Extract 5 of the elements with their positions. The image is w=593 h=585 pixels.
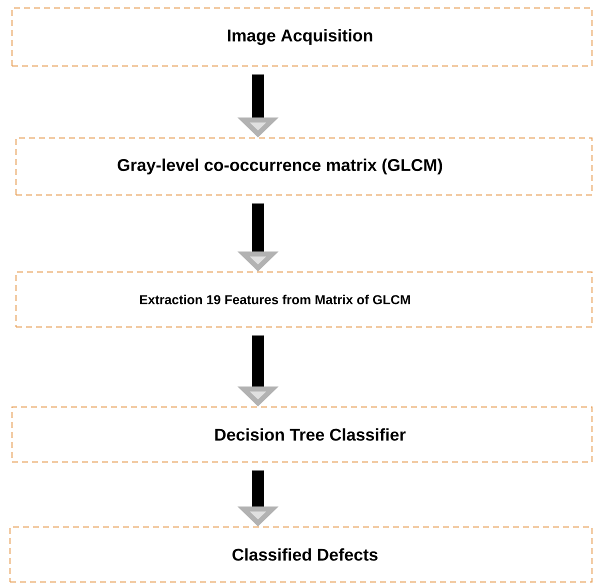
process-box: Gray-level co-occurrence matrix (GLCM) — [16, 138, 593, 196]
process-box: Decision Tree Classifier — [12, 406, 593, 462]
process-box: Classified Defects — [10, 526, 593, 582]
process-box: Extraction 19 Features from Matrix of GLCM — [16, 272, 593, 328]
process-box: Image Acquisition — [12, 8, 593, 66]
